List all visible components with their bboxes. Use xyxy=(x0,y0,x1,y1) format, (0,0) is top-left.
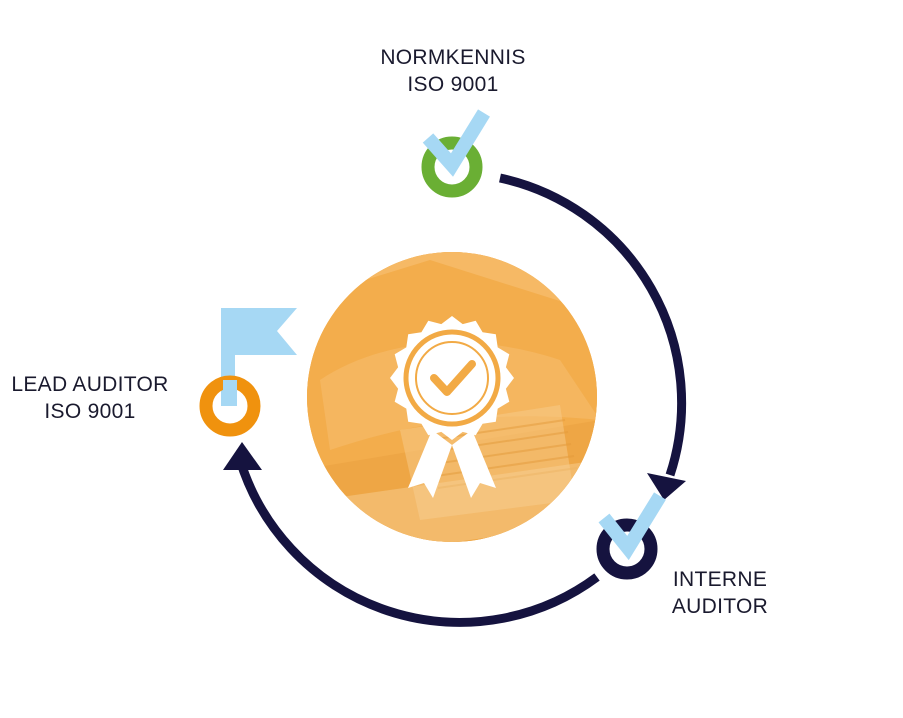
arrow-top-to-right xyxy=(499,173,687,477)
step-right-marker xyxy=(596,492,666,580)
cycle-arrows xyxy=(223,173,687,627)
step-label-line1: INTERNE xyxy=(672,568,768,591)
step-label-line1: NORMKENNIS xyxy=(380,46,526,69)
arrowhead-right xyxy=(647,473,686,500)
certificate-badge-icon xyxy=(390,316,514,498)
step-label-line2: ISO 9001 xyxy=(407,73,499,96)
checkmark-icon xyxy=(598,492,666,561)
step-label-interne-auditor: INTERNE AUDITOR xyxy=(640,566,800,620)
step-label-line2: ISO 9001 xyxy=(44,400,136,423)
arrow-right-to-left xyxy=(235,458,600,627)
step-label-normkennis: NORMKENNIS ISO 9001 xyxy=(353,44,553,98)
step-label-lead-auditor: LEAD AUDITOR ISO 9001 xyxy=(0,371,180,425)
step-top-marker xyxy=(421,109,490,198)
center-circle xyxy=(307,252,597,542)
step-label-line1: LEAD AUDITOR xyxy=(11,373,169,396)
checkmark-icon xyxy=(422,109,490,177)
step-label-line2: AUDITOR xyxy=(671,595,769,618)
flag-icon xyxy=(221,308,297,355)
arrowhead-left xyxy=(223,442,262,470)
step-left-marker xyxy=(199,308,297,437)
